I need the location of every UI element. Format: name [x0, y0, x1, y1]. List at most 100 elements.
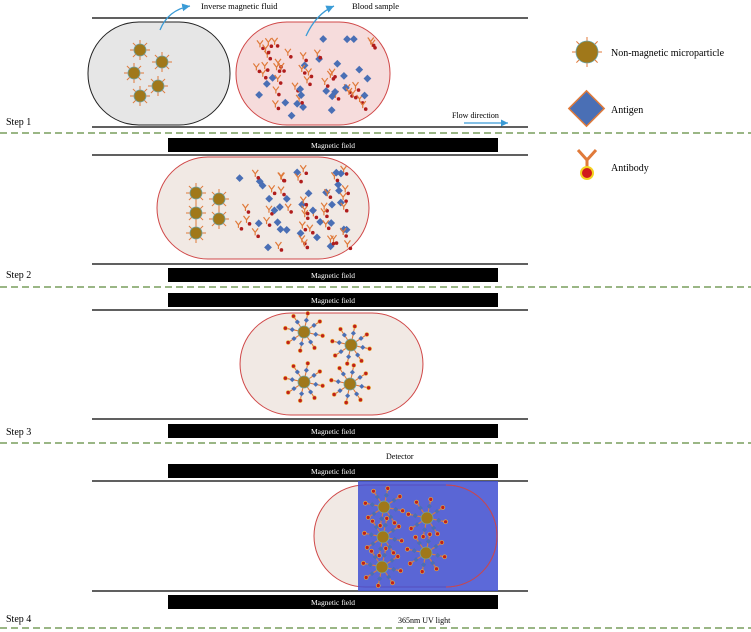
antibody — [241, 203, 251, 214]
bound-complex — [405, 532, 447, 574]
antigen — [299, 103, 307, 111]
antibody — [274, 74, 283, 85]
inverse-fluid-droplet — [87, 21, 231, 126]
antibody — [339, 227, 348, 238]
antigen — [355, 65, 364, 74]
antigen-icon — [567, 89, 606, 128]
legend-label-microparticle: Non-magnetic microparticle — [611, 48, 725, 59]
step-label-3: Step 3 — [6, 427, 31, 438]
legend-label-antigen: Antigen — [611, 105, 643, 116]
antibody — [301, 205, 310, 216]
antibody — [234, 220, 244, 231]
microparticle — [130, 86, 150, 106]
antibody — [301, 209, 310, 221]
microparticle-icon — [572, 37, 602, 67]
antibody — [328, 68, 337, 79]
magnetic-field-label-bottom: Magnetic field — [311, 271, 355, 280]
antibody — [274, 241, 284, 252]
step-2-panel: Magnetic field Magnetic field Step 2 — [6, 138, 528, 282]
magnetic-field-label-bottom: Magnetic field — [311, 427, 355, 436]
antibody — [299, 196, 309, 207]
microparticle — [572, 37, 602, 67]
magnetic-field-bar-top — [168, 138, 498, 152]
inverse-fluid-label: Inverse magnetic fluid — [201, 1, 278, 11]
antibody — [299, 164, 309, 176]
antibody — [352, 81, 361, 92]
blood-sample-label: Blood sample — [352, 1, 399, 11]
antibody — [299, 52, 308, 63]
antibody — [268, 184, 277, 196]
step-1-panel: Inverse magnetic fluid Blood sample Flow… — [6, 1, 528, 128]
microparticle — [148, 76, 168, 96]
antibody — [271, 37, 280, 48]
antibody — [261, 61, 270, 72]
antibody — [272, 86, 281, 97]
antigen — [340, 71, 348, 80]
antibody — [284, 48, 293, 59]
antigen — [331, 87, 339, 96]
antibody — [321, 77, 330, 88]
bound-complex — [329, 363, 371, 405]
antibody — [265, 205, 274, 216]
antigen — [262, 79, 271, 88]
antibody — [367, 37, 376, 48]
step-3-panel: Magnetic field Magnetic field Step 3 — [6, 293, 528, 438]
antibody — [298, 221, 308, 232]
antibody — [341, 185, 350, 196]
step-2-particles — [186, 183, 229, 243]
magnetic-field-bar-top — [168, 293, 498, 307]
step-label-2: Step 2 — [6, 270, 31, 281]
step-3-complexes — [283, 311, 372, 405]
antibody — [349, 89, 358, 100]
magnetic-field-bar-bottom — [168, 268, 498, 282]
antibody — [284, 203, 293, 214]
magnetic-field-label-top: Magnetic field — [311, 296, 355, 305]
antibody — [256, 40, 265, 51]
antibody — [252, 63, 262, 74]
microparticle — [209, 189, 229, 209]
antibody — [322, 219, 331, 231]
antigen — [296, 85, 305, 93]
antibody — [343, 240, 353, 251]
microparticle — [186, 183, 206, 203]
antibody-icon — [576, 148, 598, 180]
step-label-1: Step 1 — [6, 117, 31, 128]
magnetic-field-bar-top — [168, 464, 498, 478]
antigen — [281, 98, 290, 107]
bound-complex — [330, 324, 372, 366]
blood-sample-droplet — [235, 21, 391, 126]
antibody — [304, 68, 314, 79]
antibody — [298, 64, 307, 75]
magnetic-field-label-bottom: Magnetic field — [311, 598, 355, 607]
antibody — [320, 208, 329, 219]
microparticle — [124, 63, 144, 83]
merged-droplet — [156, 156, 370, 260]
step-label-4: Step 4 — [6, 614, 31, 625]
antigen — [297, 91, 306, 99]
antibody — [273, 62, 282, 74]
step-1-sample-mixture — [252, 35, 377, 120]
legend-label-antibody: Antibody — [611, 163, 649, 174]
antigen — [360, 91, 369, 100]
microparticle — [130, 40, 150, 60]
blood-sample-arrow — [305, 5, 335, 37]
microparticle — [186, 223, 206, 243]
antibody — [277, 172, 286, 183]
legend: Non-magnetic microparticle Antigen Antib… — [567, 37, 725, 180]
microparticle — [152, 52, 172, 72]
antibody — [243, 215, 252, 226]
microparticle — [209, 209, 229, 229]
antibody — [339, 192, 348, 203]
antibody — [359, 100, 368, 111]
bound-complex — [283, 361, 325, 403]
inverse-fluid-arrow — [159, 3, 191, 31]
antibody — [277, 186, 286, 197]
antibody — [271, 100, 281, 111]
antibody — [251, 227, 260, 239]
antibody — [294, 173, 303, 184]
antigen — [287, 111, 296, 120]
antigen — [363, 74, 372, 83]
magnetic-field-label-top: Magnetic field — [311, 467, 355, 476]
magnetic-field-bar-bottom — [168, 595, 498, 609]
